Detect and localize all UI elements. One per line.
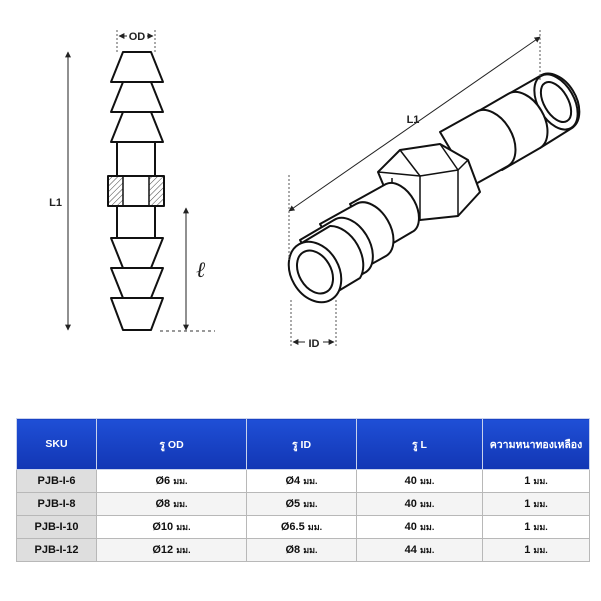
- l1-label-left: L1: [49, 197, 62, 209]
- cell-od: Ø6 มม.: [96, 469, 247, 493]
- cell-thickness: 1 มม.: [482, 469, 590, 493]
- cell-sku: PJB-I-8: [16, 492, 97, 516]
- l-dimension: [160, 207, 215, 332]
- cell-thickness: 1 มม.: [482, 515, 590, 539]
- cell-l: 40 มม.: [356, 515, 483, 539]
- side-view: [107, 30, 165, 331]
- cell-sku: PJB-I-10: [16, 515, 97, 539]
- spec-table: SKU รู OD รู ID รู L ความหนาทองเหลือง PJ…: [16, 418, 590, 562]
- cell-id: Ø6.5 มม.: [246, 515, 357, 539]
- cell-l: 40 มม.: [356, 469, 483, 493]
- cell-l: 40 มม.: [356, 492, 483, 516]
- cell-id: Ø5 มม.: [246, 492, 357, 516]
- table-header-row: SKU รู OD รู ID รู L ความหนาทองเหลือง: [16, 418, 590, 470]
- header-od: รู OD: [96, 418, 247, 470]
- header-l: รู L: [356, 418, 483, 470]
- header-sku: SKU: [16, 418, 97, 470]
- table-row: PJB-I-10 Ø10 มม. Ø6.5 มม. 40 มม. 1 มม.: [16, 515, 590, 539]
- header-thickness: ความหนาทองเหลือง: [482, 418, 590, 470]
- cell-sku: PJB-I-12: [16, 538, 97, 562]
- table-row: PJB-I-12 Ø12 มม. Ø8 มม. 44 มม. 1 มม.: [16, 538, 590, 562]
- cell-thickness: 1 มม.: [482, 538, 590, 562]
- cell-od: Ø10 มม.: [96, 515, 247, 539]
- perspective-view: [287, 72, 581, 304]
- cell-od: Ø8 มม.: [96, 492, 247, 516]
- table-row: PJB-I-6 Ø6 มม. Ø4 มม. 40 มม. 1 มม.: [16, 469, 590, 493]
- l1-dimension-right: [288, 30, 541, 260]
- cell-id: Ø4 มม.: [246, 469, 357, 493]
- header-id: รู ID: [246, 418, 357, 470]
- l-label: ℓ: [196, 258, 206, 283]
- cell-id: Ø8 มม.: [246, 538, 357, 562]
- cell-sku: PJB-I-6: [16, 469, 97, 493]
- connector-technical-drawing: OD L1 ℓ L1 ID: [49, 29, 581, 350]
- od-label: OD: [129, 31, 146, 43]
- cell-l: 44 มม.: [356, 538, 483, 562]
- id-label: ID: [309, 338, 320, 350]
- cell-od: Ø12 มม.: [96, 538, 247, 562]
- l1-label-right: L1: [407, 114, 420, 126]
- cell-thickness: 1 มม.: [482, 492, 590, 516]
- table-row: PJB-I-8 Ø8 มม. Ø5 มม. 40 มม. 1 มม.: [16, 492, 590, 516]
